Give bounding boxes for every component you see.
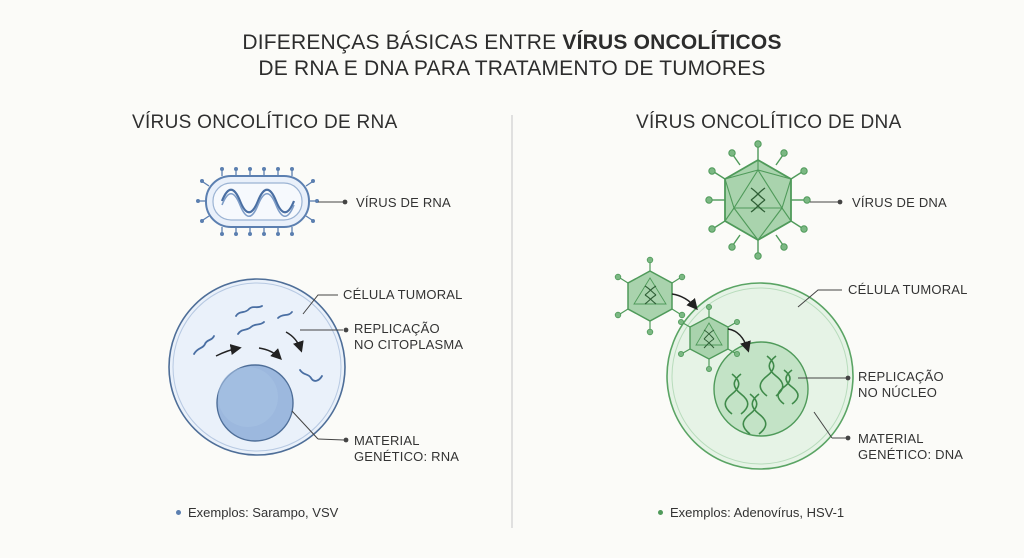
diagram-title: DIFERENÇAS BÁSICAS ENTRE VÍRUS ONCOLÍTIC… (0, 30, 1024, 82)
dna-virus-label: VÍRUS DE DNA (852, 195, 947, 210)
title-line-1: DIFERENÇAS BÁSICAS ENTRE VÍRUS ONCOLÍTIC… (242, 31, 782, 54)
rna-material-leader (291, 410, 319, 440)
dna-replication-label: REPLICAÇÃO NO NÚCLEO (858, 369, 944, 400)
dna-panel-heading: VÍRUS ONCOLÍTICO DE DNA (636, 112, 902, 133)
rna-cell-label: CÉLULA TUMORAL (343, 287, 463, 302)
rna-cell-leader (302, 294, 338, 315)
dna-material-leader (813, 411, 833, 439)
rna-virus-icon (196, 167, 319, 236)
dna-cell-leader (797, 289, 842, 308)
rna-examples: Exemplos: Sarampo, VSV (176, 505, 338, 520)
rna-replication-leader-dot (343, 327, 349, 333)
dna-examples: Exemplos: Adenovírus, HSV-1 (658, 505, 844, 520)
rna-nucleus (216, 364, 294, 442)
rna-panel-heading: VÍRUS ONCOLÍTICO DE RNA (132, 112, 398, 133)
dna-cell-label: CÉLULA TUMORAL (848, 282, 968, 297)
rna-replication-arrows (215, 331, 304, 360)
rna-virus-leader-dot (342, 199, 348, 205)
title-bold: VÍRUS ONCOLÍTICOS (562, 31, 782, 54)
dna-virus-inside-icon (678, 303, 741, 372)
rna-strands (193, 305, 323, 382)
dna-virus-entering-icon (614, 256, 686, 336)
dna-virus-leader-dot (837, 199, 843, 205)
rna-virus-label: VÍRUS DE RNA (356, 195, 451, 210)
rna-replication-label: REPLICAÇÃO NO CITOPLASMA (354, 321, 464, 352)
rna-material-leader-dot (343, 437, 349, 443)
dna-replication-leader-dot (845, 375, 851, 381)
title-line-2: DE RNA E DNA PARA TRATAMENTO DE TUMORES (258, 57, 766, 80)
rna-bullet-icon (176, 510, 181, 516)
dna-entry-arrows (671, 293, 751, 353)
dna-bullet-icon (658, 510, 663, 516)
dna-material-leader-dot (845, 435, 851, 441)
dna-material-label: MATERIAL GENÉTICO: DNA (858, 431, 964, 462)
rna-material-label: MATERIAL GENÉTICO: RNA (354, 433, 460, 464)
dna-helices (724, 355, 799, 435)
dna-virus-icon (705, 140, 811, 260)
